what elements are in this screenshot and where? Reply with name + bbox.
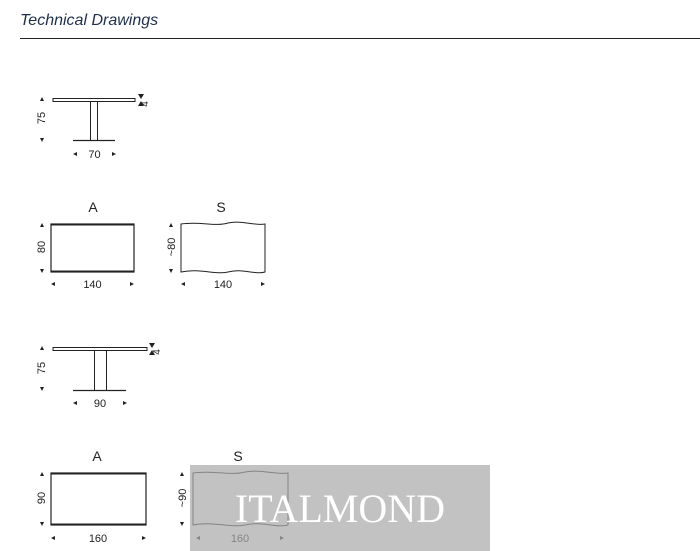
- s-height-arrow-bottom: [169, 269, 173, 273]
- pedestal-column: [94, 350, 107, 391]
- width-label: 90: [94, 398, 106, 410]
- thickness-arrow-top: [138, 94, 144, 99]
- thickness-label: 4: [140, 101, 151, 107]
- page-header: Technical Drawings: [20, 8, 700, 39]
- s-height-arrow-top: [169, 223, 173, 227]
- width-label: 70: [88, 149, 100, 161]
- s-width-arrow-right: [261, 282, 265, 286]
- s-width-label: 140: [214, 279, 232, 291]
- page-title: Technical Drawings: [20, 12, 159, 29]
- s-width-arrow-left: [181, 282, 185, 286]
- variant-a-label: A: [88, 199, 98, 215]
- watermark-overlay: ITALMOND: [190, 465, 490, 551]
- height-label: 75: [36, 112, 48, 124]
- variant-a-label: A: [92, 448, 102, 464]
- a-width-arrow-right: [142, 536, 146, 540]
- pedestal-column: [90, 101, 98, 141]
- width-arrow-left: [73, 152, 77, 156]
- width-arrow-right: [112, 152, 116, 156]
- variant-s-label: S: [233, 448, 242, 464]
- a-height-label: 80: [36, 241, 48, 253]
- a-height-arrow-bottom: [40, 269, 44, 273]
- width-arrow-right: [123, 401, 127, 405]
- a-height-arrow-top: [40, 223, 44, 227]
- height-arrow-top: [40, 346, 44, 350]
- s-height-label: ~90: [177, 489, 189, 508]
- top-view-s-shape: [180, 221, 266, 274]
- thickness-arrow-bottom: [149, 350, 155, 355]
- a-height-label: 90: [36, 492, 48, 504]
- s-height-label: ~80: [166, 238, 178, 257]
- a-width-label: 140: [83, 279, 101, 291]
- top-view-a-rect: [50, 223, 135, 273]
- a-width-arrow-left: [51, 536, 55, 540]
- side-view-70: 75 4 70: [36, 94, 151, 161]
- height-arrow-bottom: [40, 387, 44, 391]
- a-width-arrow-right: [130, 282, 134, 286]
- width-arrow-left: [73, 401, 77, 405]
- side-view-90: 75 4 90: [36, 343, 163, 410]
- a-height-arrow-top: [40, 472, 44, 476]
- a-width-arrow-left: [51, 282, 55, 286]
- top-view-a-rect: [50, 472, 147, 526]
- thickness-arrow-top: [149, 343, 155, 348]
- variant-s-label: S: [216, 199, 225, 215]
- watermark-logo-text: ITALMOND: [234, 486, 446, 531]
- height-arrow-bottom: [40, 138, 44, 142]
- s-height-arrow-top: [180, 472, 184, 476]
- s-height-arrow-bottom: [180, 522, 184, 526]
- a-width-label: 160: [89, 533, 107, 545]
- height-arrow-top: [40, 97, 44, 101]
- thickness-arrow-bottom: [138, 101, 144, 106]
- height-label: 75: [36, 362, 48, 374]
- thickness-label: 4: [152, 349, 163, 355]
- top-views-140: A S 80 140 ~80 140: [36, 199, 266, 291]
- a-height-arrow-bottom: [40, 522, 44, 526]
